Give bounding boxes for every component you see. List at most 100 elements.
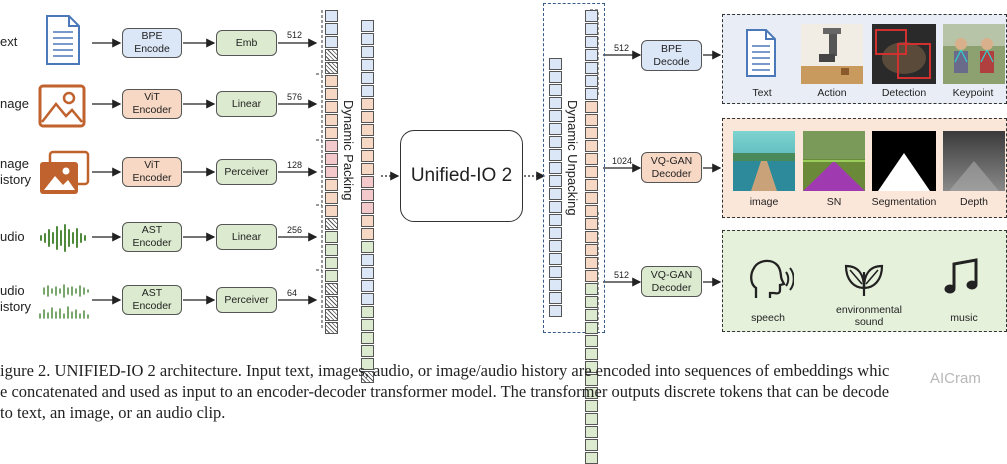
output-label-music: music [950, 312, 978, 324]
dynamic-unpacking-label: Dynamic Unpacking [565, 100, 580, 216]
token-cell [585, 231, 598, 243]
token-cell [325, 244, 338, 256]
token-cell [549, 188, 562, 200]
token-cell [325, 62, 338, 74]
token-cell [585, 270, 598, 282]
token-cell [325, 75, 338, 87]
token-cell [325, 205, 338, 217]
token-cell [325, 23, 338, 35]
vqgan-image-decoder-box: VQ-GAN Decoder [641, 152, 702, 183]
document-output-icon [746, 29, 776, 77]
output-label-depth: Depth [959, 196, 989, 208]
music-note-icon [944, 258, 978, 294]
dynamic-packing-label: Dynamic Packing [341, 100, 356, 201]
segmentation-thumbnail [872, 131, 936, 191]
token-cell [585, 452, 598, 464]
token-cell [585, 101, 598, 113]
token-cell [361, 280, 374, 292]
vqgan-audio-decoder-box: VQ-GAN Decoder [641, 266, 702, 297]
token-cell [585, 75, 598, 87]
token-count-image: 576 [287, 92, 303, 102]
token-cell [361, 215, 374, 227]
figure-caption: igure 2. UNIFIED-IO 2 architecture. Inpu… [0, 360, 1007, 423]
bpe-decoder-box: BPE Decode [641, 40, 702, 71]
token-cell [361, 124, 374, 136]
token-cell [325, 49, 338, 61]
output-label-environmental-sound: environmental sound [836, 304, 902, 328]
caption-line-1: igure 2. UNIFIED-IO 2 architecture. Inpu… [0, 361, 890, 380]
token-cell [361, 306, 374, 318]
output-label-speech: speech [751, 312, 785, 324]
token-cell [585, 114, 598, 126]
decoder-count-text: 512 [614, 43, 630, 53]
token-cell [549, 162, 562, 174]
caption-line-2: e concatenated and used as input to an e… [0, 382, 890, 401]
token-cell [549, 240, 562, 252]
token-cell [325, 101, 338, 113]
token-cell [361, 293, 374, 305]
token-cell [585, 244, 598, 256]
token-cell [325, 153, 338, 165]
audio-history-icon [39, 284, 89, 319]
image-icon [38, 84, 86, 128]
token-cell [325, 10, 338, 22]
token-cell [361, 98, 374, 110]
token-cell [361, 72, 374, 84]
speech-icon [750, 259, 794, 298]
output-label-segmentation: Segmentation [871, 196, 937, 208]
token-cell [325, 257, 338, 269]
token-cell [585, 153, 598, 165]
token-cell [585, 140, 598, 152]
token-cell [361, 20, 374, 32]
token-cell [325, 218, 338, 230]
token-cell [585, 374, 598, 386]
token-cell [361, 163, 374, 175]
token-cell [361, 85, 374, 97]
leaves-icon [844, 264, 884, 297]
token-count-image-history: 128 [287, 160, 303, 170]
input-label-audio: udio [0, 229, 25, 244]
token-cell [361, 241, 374, 253]
token-cell [549, 175, 562, 187]
token-cell [549, 149, 562, 161]
token-cell [585, 426, 598, 438]
token-cell [585, 322, 598, 334]
token-cell [325, 192, 338, 204]
image-thumbnail [733, 131, 795, 191]
action-robot-thumbnail [801, 24, 863, 84]
emb-box: Emb [216, 30, 277, 56]
token-cell [549, 97, 562, 109]
token-cell [361, 111, 374, 123]
token-count-audio-history: 64 [287, 288, 298, 298]
token-cell [325, 127, 338, 139]
token-cell [325, 179, 338, 191]
token-cell [585, 62, 598, 74]
input-label-image: nage [0, 96, 29, 111]
connector-arrows [92, 9, 722, 331]
linear-box: Linear [216, 91, 277, 117]
token-cell [361, 202, 374, 214]
surface-normal-thumbnail [803, 131, 865, 191]
token-cell [585, 296, 598, 308]
output-label-keypoint: Keypoint [952, 87, 994, 99]
token-cell [325, 36, 338, 48]
output-label-text: Text [752, 87, 772, 99]
depth-thumbnail [943, 131, 1005, 191]
input-label-image-history: nage istory [0, 156, 32, 187]
token-cell [325, 114, 338, 126]
output-label-image: image [749, 196, 779, 208]
token-cell [361, 46, 374, 58]
vit-encoder-history-box: ViT Encoder [122, 157, 182, 187]
unpacking-dashed-frame [543, 3, 605, 333]
token-cell [549, 123, 562, 135]
bpe-encoder-box: BPE Encode [122, 28, 182, 58]
output-label-action: Action [817, 87, 847, 99]
token-cell [361, 371, 374, 383]
token-cell [549, 266, 562, 278]
input-label-text: ext [0, 34, 18, 49]
decoder-count-image: 1024 [612, 156, 633, 166]
keypoint-thumbnail [943, 24, 1005, 84]
token-cell [549, 292, 562, 304]
token-cell [361, 59, 374, 71]
token-cell [549, 227, 562, 239]
